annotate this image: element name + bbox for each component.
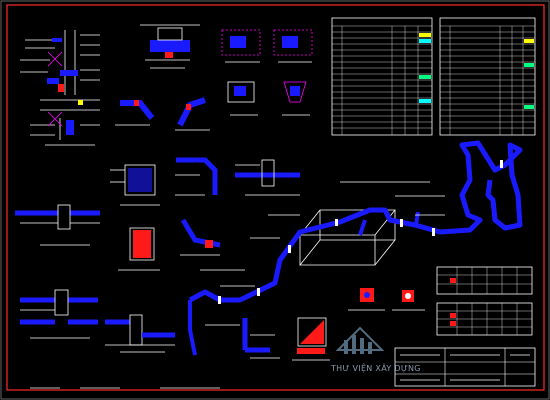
isometric-labels: [200, 181, 445, 326]
detail-top-left: [20, 30, 100, 146]
isometric-pipe-run: [188, 140, 523, 303]
detail-top-left-color: [47, 38, 83, 135]
detail-top-middle: [140, 24, 200, 69]
detail-valve-1: [221, 29, 261, 63]
wall-penetration-2: [105, 314, 175, 353]
detail-valve-2: [273, 29, 313, 63]
spec-table-2: [436, 302, 533, 336]
watermark-text: THƯ VIỆN XÂY DỰNG: [331, 364, 421, 373]
wall-penetration-1: [20, 289, 98, 339]
isometric-box: [299, 209, 396, 266]
valve-red: [118, 227, 160, 271]
watermark-logo-icon: [335, 326, 385, 354]
drawing-frame: [6, 4, 545, 391]
pump-detail: [292, 317, 330, 361]
elbow-right: [175, 97, 210, 131]
spec-table-1: [436, 266, 533, 295]
isometric-pipe-joints: [218, 160, 503, 304]
elbow-left: [115, 100, 155, 126]
schedule-table-2: [439, 17, 536, 136]
title-block: [394, 347, 536, 387]
pipe-joint-mid: [235, 159, 300, 216]
detail-valve-3: [227, 81, 258, 116]
elbow-mid-2: [180, 218, 221, 256]
pipe-vertical-detail: [242, 318, 280, 359]
isometric-pipe-branch: [188, 211, 420, 356]
pipe-tee-left: [15, 204, 100, 246]
elbow-mid: [175, 157, 218, 196]
sump-detail: [110, 164, 160, 206]
detail-valve-4: [282, 81, 310, 116]
fittings-red: [348, 288, 425, 311]
schedule-table-1: [331, 17, 433, 136]
